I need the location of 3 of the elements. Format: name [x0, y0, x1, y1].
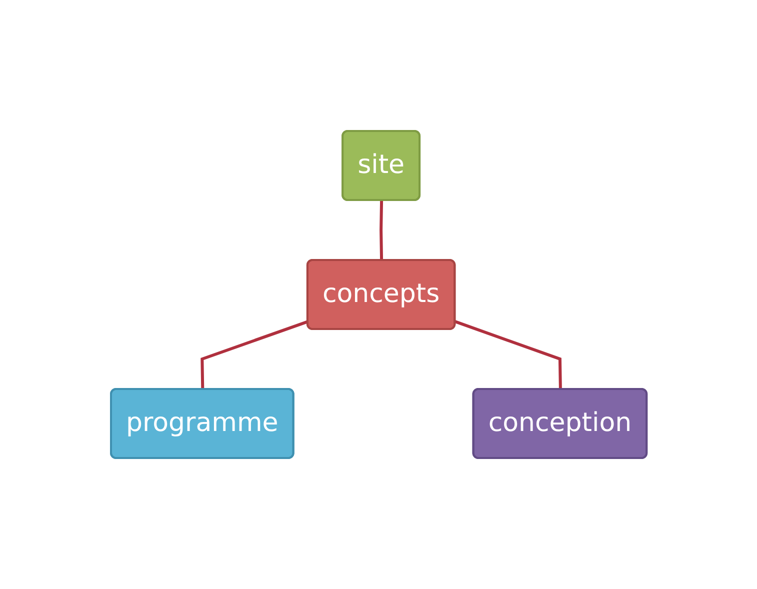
- connector: [379, 200, 383, 261]
- connector: [200, 320, 308, 390]
- connector: [454, 320, 562, 390]
